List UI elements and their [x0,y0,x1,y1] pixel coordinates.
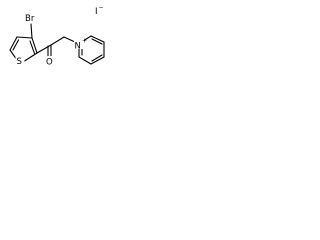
bond-c5-c4 [9,36,18,51]
nitrogen-charge: + [82,38,87,45]
bond-c5-c4-double [12,39,20,51]
bond-c3-c2 [31,37,38,54]
thiophene-ring [9,36,38,63]
bond-c2-c3-double [91,38,103,45]
sulfur-label: S [17,57,22,67]
iodide-charge: − [99,4,104,11]
bond-ch2-nitrogen [63,36,76,43]
oxygen-label: O [46,58,53,68]
bond-c4-c5-double [91,54,103,62]
nitrogen-label: N [75,42,81,52]
pyridinium-ring [78,35,105,65]
bond-c2-s [22,52,38,63]
bond-c5-c6 [78,56,92,65]
bond-c3-br [30,23,33,39]
bond-c3-c2-double [29,40,36,55]
bond-c4-c3 [16,36,33,39]
bond-c4-c5 [90,56,105,65]
bond-c2-c3 [90,35,105,43]
bond-carbonyl-ch2 [50,36,65,46]
bond-c2-carbonyl [36,44,52,54]
molecule-structure: Br S O N + I − [9,4,105,68]
iodide-label: I [95,7,98,17]
carbonyl-linker [36,36,76,58]
bromine-label: Br [25,14,35,24]
